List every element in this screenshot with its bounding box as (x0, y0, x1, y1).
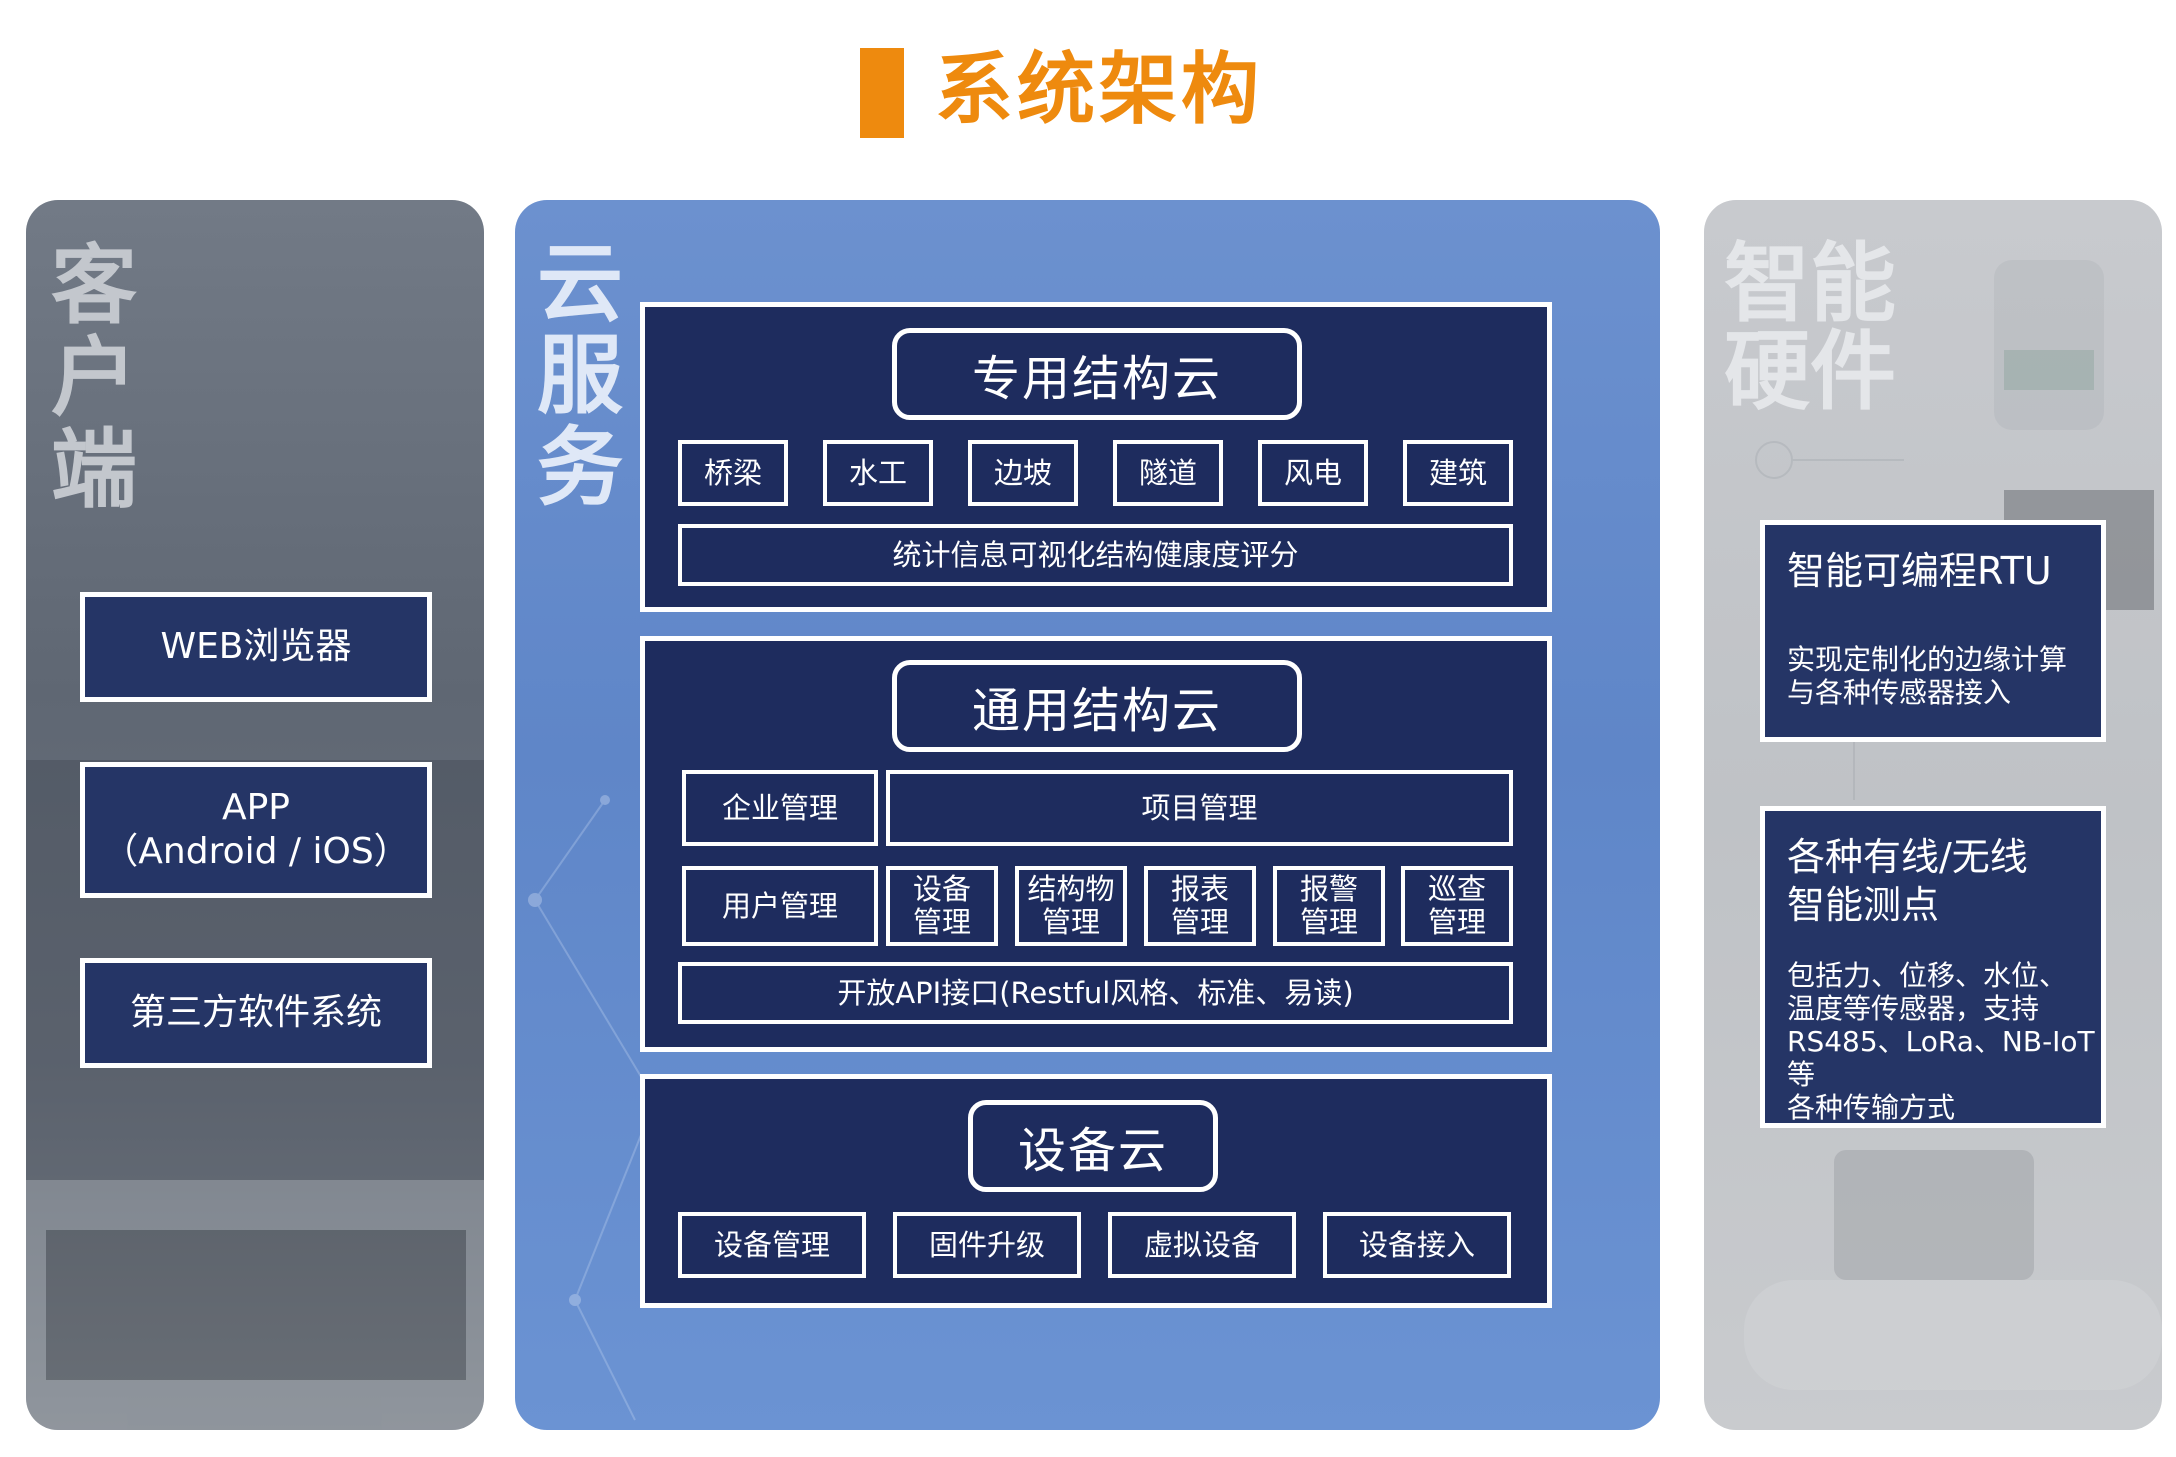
cloud-title: 云服务 (537, 234, 623, 518)
general-device-management: 设备 管理 (886, 866, 998, 946)
rtu-title: 智能可编程RTU (1787, 549, 2052, 593)
client-web-browser: WEB浏览器 (80, 592, 432, 702)
client-title: 客户端 (51, 236, 137, 520)
title-accent-bar (860, 48, 904, 138)
general-user-management: 用户管理 (682, 866, 878, 946)
general-project-management: 项目管理 (886, 770, 1513, 846)
sensor-illustration (1744, 260, 2162, 1390)
page-title: 系统架构 (935, 45, 1264, 135)
general-enterprise-management: 企业管理 (682, 770, 878, 846)
special-tag-wind-power: 风电 (1258, 440, 1368, 506)
device-cloud-title: 设备云 (968, 1100, 1218, 1192)
special-tag-bridge: 桥梁 (678, 440, 788, 506)
general-report-management: 报表 管理 (1144, 866, 1256, 946)
special-tag-building: 建筑 (1403, 440, 1513, 506)
special-cloud-title: 专用结构云 (892, 328, 1302, 420)
sensor-points-description: 包括力、位移、水位、 温度等传感器，支持 RS485、LoRa、NB-IoT等 … (1787, 959, 2095, 1124)
device-tag-firmware-upgrade: 固件升级 (893, 1212, 1081, 1278)
device-tag-device-access: 设备接入 (1323, 1212, 1511, 1278)
sensor-points-title: 各种有线/无线 智能测点 (1787, 835, 2028, 927)
special-health-score-bar: 统计信息可视化结构健康度评分 (678, 524, 1513, 586)
special-tag-slope: 边坡 (968, 440, 1078, 506)
client-app: APP （Android / iOS） (80, 762, 432, 898)
device-tag-device-management: 设备管理 (678, 1212, 866, 1278)
general-inspection-management: 巡查 管理 (1401, 866, 1513, 946)
special-tag-hydraulic: 水工 (823, 440, 933, 506)
general-structure-management: 结构物 管理 (1015, 866, 1127, 946)
hardware-title: 智能硬件 (1724, 234, 1896, 422)
device-tag-virtual-device: 虚拟设备 (1108, 1212, 1296, 1278)
sensor-points-card: 各种有线/无线 智能测点 包括力、位移、水位、 温度等传感器，支持 RS485、… (1760, 806, 2106, 1128)
special-tag-tunnel: 隧道 (1113, 440, 1223, 506)
client-third-party: 第三方软件系统 (80, 958, 432, 1068)
rtu-card: 智能可编程RTU 实现定制化的边缘计算 与各种传感器接入 (1760, 520, 2106, 742)
general-cloud-title: 通用结构云 (892, 660, 1302, 752)
rtu-description: 实现定制化的边缘计算 与各种传感器接入 (1787, 643, 2068, 709)
general-open-api-bar: 开放API接口(Restful风格、标准、易读) (678, 962, 1513, 1024)
general-alarm-management: 报警 管理 (1273, 866, 1385, 946)
